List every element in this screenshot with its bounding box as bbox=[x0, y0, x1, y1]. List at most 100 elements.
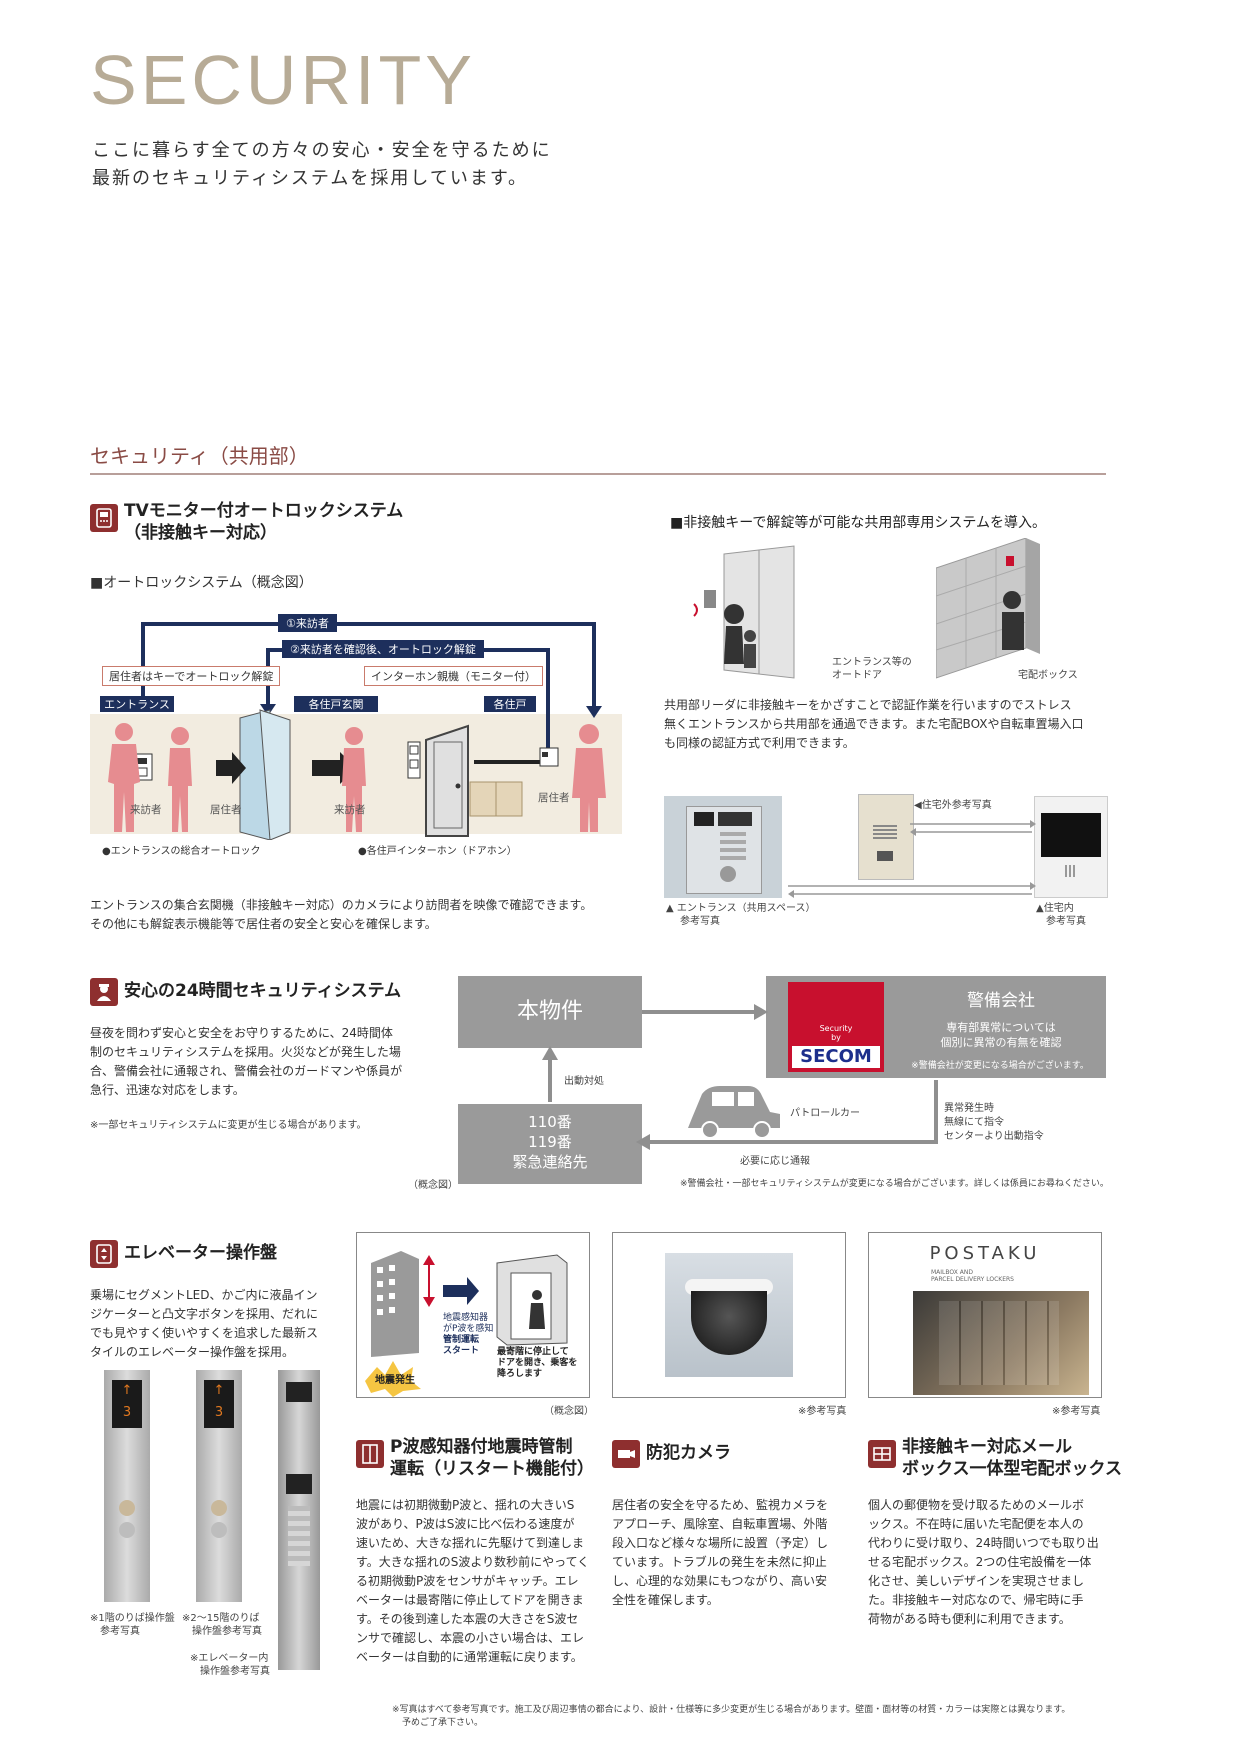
guard-desc-line2: 個別に異常の有無を確認 bbox=[940, 1036, 1062, 1049]
mailbox-desc-line: 代わりに受け取り、24時間いつでも取り出 bbox=[868, 1536, 1099, 1550]
delivery-box-illustration bbox=[936, 538, 1040, 679]
quake-control-line: スタート bbox=[443, 1346, 480, 1356]
inhome-photo-caption-line1: ▲住宅内 bbox=[1036, 903, 1074, 914]
elevator-desc: 乗場にセグメントLED、かご内に液晶イン ジケーターと凸文字ボタンを採用、だれに… bbox=[90, 1286, 318, 1362]
auto-door-illustration bbox=[693, 545, 795, 679]
autolock-diagram: ①来訪者 ②来訪者を確認後、オートロック解錠 居住者はキーでオートロック解錠 イ… bbox=[90, 610, 622, 870]
autolock-desc-line1: エントランスの集合玄関機（非接触キー対応）のカメラにより訪問者を映像で確認できま… bbox=[90, 898, 593, 912]
quake-stop-line: 降ろします bbox=[497, 1369, 543, 1379]
emergency-line: 119番 bbox=[528, 1133, 572, 1151]
quake-desc-line: す。大きな揺れのS波より数秒前にやってく bbox=[356, 1555, 590, 1569]
security24-note: ※一部セキュリティシステムに変更が生じる場合があります。 bbox=[90, 1120, 367, 1131]
secom-logo: Security by SECOM bbox=[788, 982, 884, 1072]
entrance-photo-caption-line2: 参考写真 bbox=[680, 916, 720, 927]
outside-photo-label: ◀住宅外参考写真 bbox=[914, 800, 992, 811]
mailbox-desc-line: 荷物がある時も便利に利用できます。 bbox=[868, 1612, 1071, 1626]
room-label-unit: 各住戸 bbox=[484, 696, 536, 712]
property-box: 本物件 bbox=[458, 976, 642, 1048]
patrol-car-label: パトロールカー bbox=[790, 1108, 860, 1119]
inhome-photo-caption: ▲住宅内 参考写真 bbox=[1036, 902, 1086, 928]
quake-desc: 地震には初期微動P波と、揺れの大きいS 波があり、P波はS波に比べ伝わる速度が … bbox=[356, 1496, 589, 1667]
quake-burst-label: 地震発生 bbox=[375, 1375, 415, 1386]
abnormal-label: 異常発生時 無線にて指令 センターより出動指令 bbox=[944, 1102, 1044, 1144]
room-label-genkan: 各住戸玄関 bbox=[294, 696, 378, 712]
camera-desc-line: 居住者の安全を守るため、監視カメラを bbox=[612, 1498, 829, 1512]
entrance-panel-photo bbox=[664, 796, 782, 898]
footer-note: ※写真はすべて参考写真です。施工及び周辺事情の都合により、設計・仕様等に多少変更… bbox=[392, 1704, 1070, 1730]
elevator-desc-line: ジケーターと凸文字ボタンを採用、だれに bbox=[90, 1307, 319, 1321]
camera-desc-line: 段入口など様々な場所に設置（予定）し bbox=[612, 1536, 829, 1550]
auto-door-label-line1: エントランス等の bbox=[832, 657, 912, 668]
quake-sensor-line: 地震感知器 bbox=[443, 1313, 489, 1323]
quake-desc-line: ベーターは自動的に通常運転に戻ります。 bbox=[356, 1650, 583, 1664]
elevator-panel-1f: ↑3 bbox=[104, 1370, 150, 1602]
tag-resident-unlock: 居住者はキーでオートロック解錠 bbox=[102, 666, 281, 686]
outside-intercom-photo bbox=[858, 794, 914, 880]
guard-desc-line1: 専有部異常については bbox=[946, 1021, 1056, 1034]
auto-door-label-line2: オートドア bbox=[832, 670, 882, 681]
diagram-lines bbox=[129, 622, 602, 840]
quake-elevator-icon bbox=[356, 1440, 384, 1468]
elevator-caption-1: ※1階のりば操作盤 参考写真 bbox=[90, 1612, 175, 1638]
hero-title: SECURITY bbox=[90, 41, 476, 119]
quake-title-line2: 運転（リスタート機能付） bbox=[390, 1459, 594, 1479]
section-header: セキュリティ（共用部） bbox=[90, 444, 309, 468]
mailbox-ref-caption: ※参考写真 bbox=[1052, 1406, 1101, 1417]
security24-title: 安心の24時間セキュリティシステム bbox=[124, 981, 402, 1001]
room-label-entrance: エントランス bbox=[100, 696, 174, 712]
camera-title: 防犯カメラ bbox=[646, 1443, 731, 1463]
intercom-icon bbox=[90, 504, 118, 532]
visitor-figure-1 bbox=[108, 723, 140, 832]
secom-wordmark: SECOM bbox=[792, 1046, 880, 1068]
camera-icon bbox=[612, 1440, 640, 1468]
guard-icon bbox=[90, 978, 118, 1006]
floor-indicator-1: 3 bbox=[122, 1405, 132, 1420]
elevator-caption-3-line2: 操作盤参考写真 bbox=[200, 1666, 270, 1677]
floor-indicator-2: 3 bbox=[214, 1405, 224, 1420]
quake-stop-text: 最寄階に停止して ドアを開き、乗客を 降ろします bbox=[497, 1347, 577, 1380]
security24-desc-line: 制のセキュリティシステムを採用。火災などが発生した場 bbox=[90, 1045, 401, 1059]
quake-desc-line: ンサで確認し、本震の小さい場合は、エレ bbox=[356, 1631, 585, 1645]
security-flow-arrows bbox=[542, 1004, 938, 1150]
elevator-desc-line: 乗場にセグメントLED、かご内に液晶イン bbox=[90, 1288, 318, 1302]
elevator-desc-line: でも見やすく使いやすくを追求した最新ス bbox=[90, 1326, 319, 1340]
quake-sensor-line: がP波を感知 bbox=[443, 1324, 494, 1334]
secom-small-line1: Security bbox=[819, 1024, 853, 1033]
contactless-title: ■非接触キーで解錠等が可能な共用部専用システムを導入。 bbox=[670, 515, 1046, 531]
label-resident-1: 居住者 bbox=[210, 804, 242, 816]
autolock-title-line2: （非接触キー対応） bbox=[124, 523, 277, 543]
security24-desc: 昼夜を問わず安心と安全をお守りするために、24時間体 制のセキュリティシステムを… bbox=[90, 1024, 402, 1100]
abnormal-line: 無線にて指令 bbox=[944, 1117, 1004, 1128]
mailbox-photo bbox=[913, 1291, 1089, 1395]
quake-diagram: 地震感知器 がP波を感知 管制運転 スタート 地震発生 最寄階に停止して ドアを… bbox=[356, 1232, 590, 1398]
postaku-logo: POSTAKU bbox=[929, 1243, 1041, 1264]
contactless-desc-line3: も同様の認証方式で利用できます。 bbox=[664, 736, 855, 750]
hero-line-1: ここに暮らす全ての方々の安心・安全を守るために bbox=[92, 140, 552, 161]
secom-small-line2: by bbox=[831, 1033, 841, 1042]
security24-desc-line: 急行、迅速な対応をします。 bbox=[90, 1083, 245, 1097]
tag-intercom-monitor: インターホン親機（モニター付） bbox=[364, 666, 543, 686]
elevator-caption-3-line1: ※エレベーター内 bbox=[190, 1653, 269, 1664]
elevator-panel-car bbox=[278, 1370, 320, 1670]
label-resident-2: 居住者 bbox=[538, 792, 570, 804]
dispatch-label: 出動対処 bbox=[564, 1076, 604, 1087]
visitor-figure-2 bbox=[342, 727, 366, 832]
autolock-title: TVモニター付オートロックシステム （非接触キー対応） bbox=[124, 500, 403, 544]
quake-stop-line: 最寄階に停止して bbox=[497, 1347, 569, 1357]
elevator-caption-2-line1: ※2～15階のりば bbox=[182, 1613, 260, 1624]
delivery-box-label: 宅配ボックス bbox=[1018, 670, 1078, 681]
inhome-monitor-photo bbox=[1034, 796, 1108, 898]
emergency-line: 緊急連絡先 bbox=[512, 1153, 588, 1171]
guard-company-desc: 専有部異常については 個別に異常の有無を確認 bbox=[896, 1020, 1106, 1050]
mailbox-icon bbox=[868, 1440, 896, 1468]
quake-desc-line: 速いため、大きな揺れに先駆けて到達しま bbox=[356, 1536, 585, 1550]
photo-arrows bbox=[788, 820, 1036, 898]
mailbox-photo-frame: POSTAKU MAILBOX AND PARCEL DELIVERY LOCK… bbox=[868, 1232, 1102, 1398]
guard-company-label: 警備会社 bbox=[967, 991, 1035, 1011]
mailbox-title: 非接触キー対応メール ボックス一体型宅配ボックス bbox=[902, 1436, 1122, 1480]
inhome-photo-caption-line2: 参考写真 bbox=[1046, 916, 1086, 927]
elevator-caption-1-line1: ※1階のりば操作盤 bbox=[90, 1613, 175, 1624]
quake-desc-line: 波があり、P波はS波に比べ伝わる速度が bbox=[356, 1517, 575, 1531]
mailbox-desc: 個人の郵便物を受け取るためのメールボ ックス。不在時に届いた宅配便を本人の 代わ… bbox=[868, 1496, 1099, 1629]
hero-line-2: 最新のセキュリティシステムを採用しています。 bbox=[92, 168, 529, 189]
